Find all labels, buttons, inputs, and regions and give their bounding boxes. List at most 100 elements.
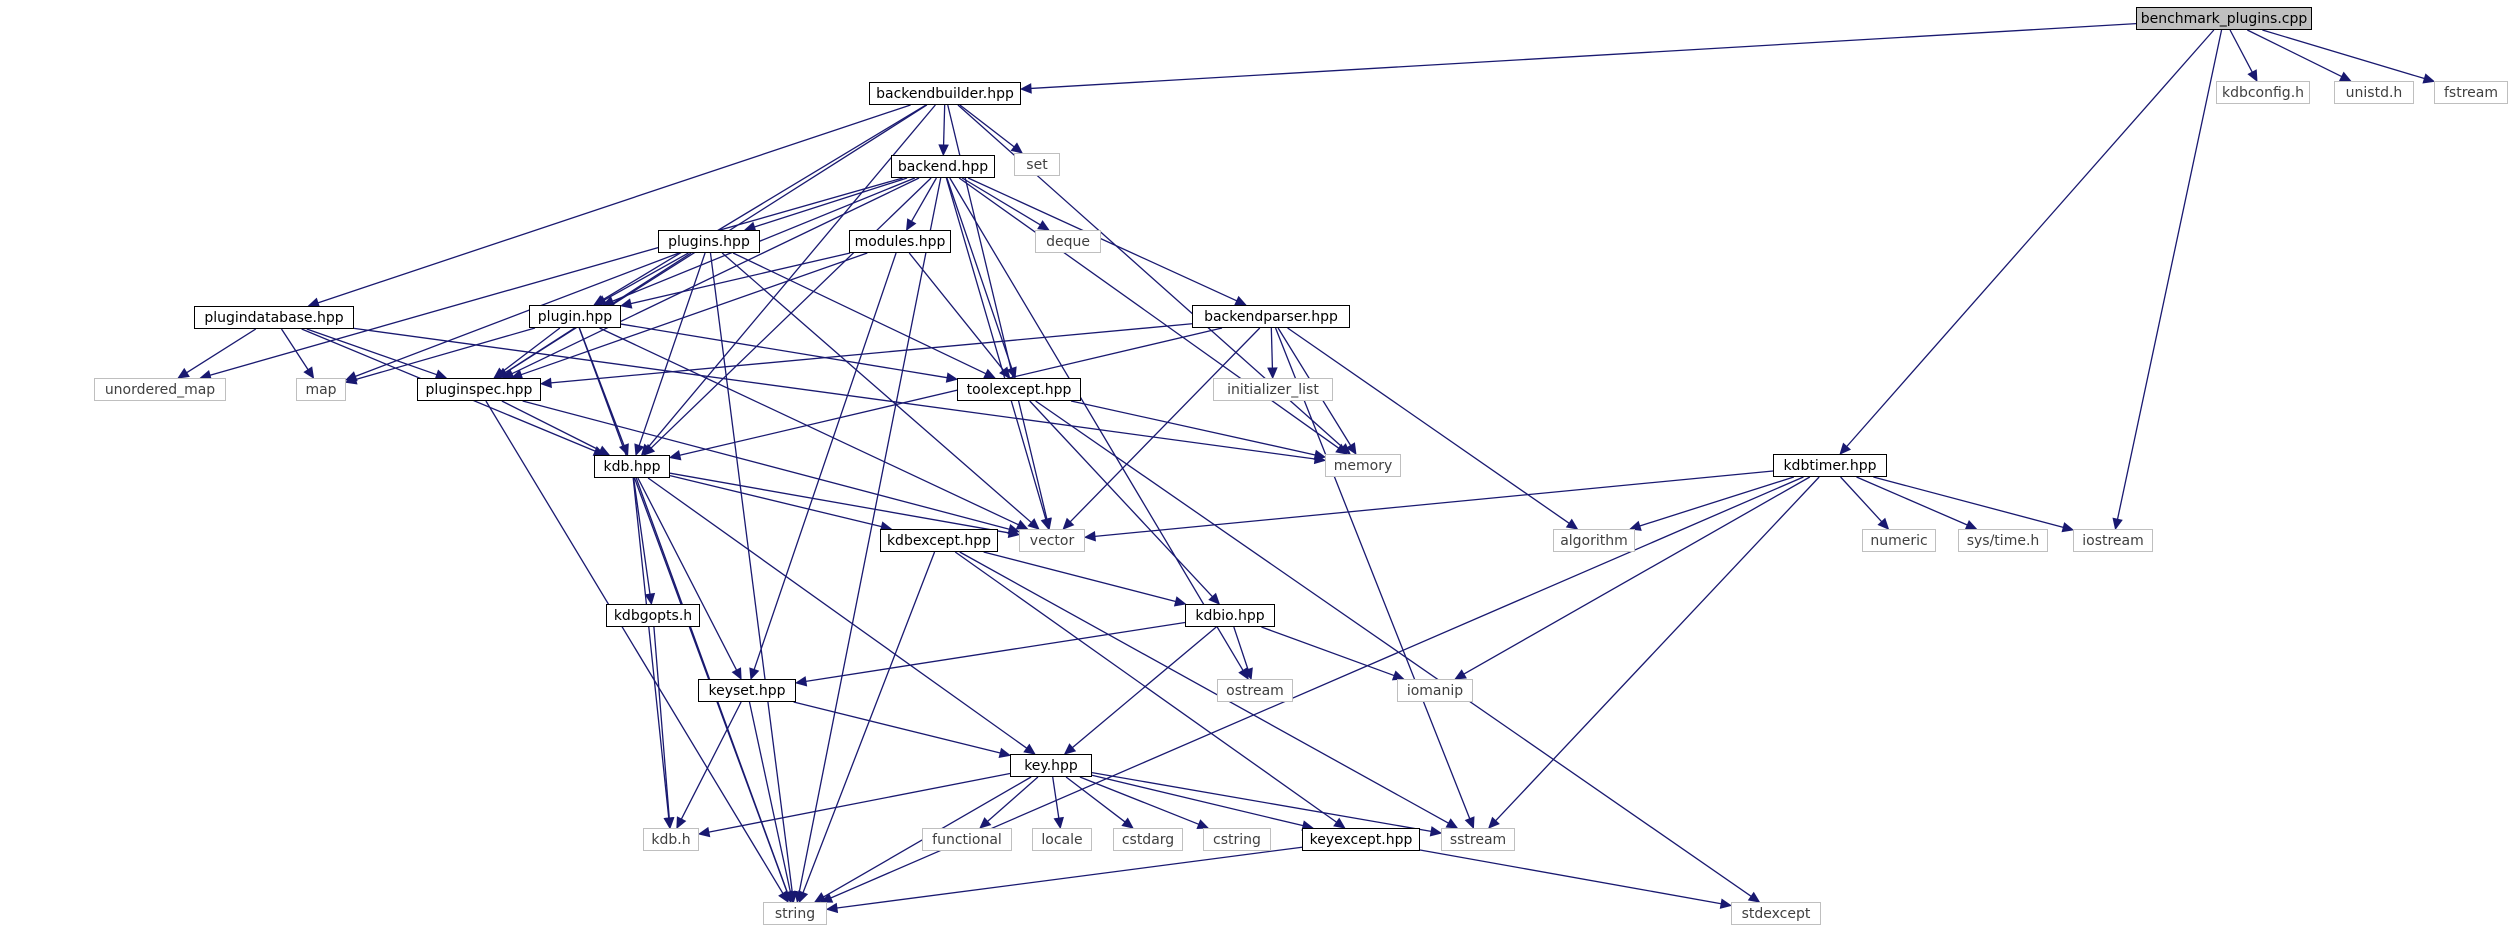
- node-pluginspec-hpp[interactable]: pluginspec.hpp: [417, 378, 541, 401]
- edge-plugins_hpp-to-toolexcept_hpp: [732, 252, 997, 379]
- node-plugindatabase-hpp[interactable]: plugindatabase.hpp: [194, 306, 354, 329]
- node-map: map: [296, 378, 346, 401]
- edge-line: [603, 252, 689, 301]
- edge-key_hpp-to-functional: [979, 776, 1039, 829]
- edge-arrowhead: [697, 826, 711, 838]
- edge-keyset_hpp-to-kdb_h: [676, 701, 742, 830]
- edge-arrowhead: [1037, 220, 1050, 231]
- edge-arrowhead: [813, 892, 827, 903]
- edge-line: [2229, 29, 2253, 73]
- edge-line: [1035, 400, 1752, 897]
- edge-kdbio_hpp-to-key_hpp: [1063, 626, 1217, 755]
- edge-plugin_hpp-to-pluginspec_hpp: [493, 327, 561, 379]
- edge-line: [958, 177, 1340, 449]
- node-numeric: numeric: [1862, 529, 1936, 552]
- edge-arrowhead: [1487, 816, 1500, 829]
- edge-arrowhead: [1267, 367, 1278, 380]
- edge-line: [836, 846, 1303, 909]
- edge-line: [550, 323, 1193, 384]
- node-locale: locale: [1032, 828, 1092, 851]
- edge-line: [1070, 400, 1316, 456]
- edge-line: [1419, 849, 1722, 905]
- edge-line: [1840, 476, 1883, 523]
- edge-arrowhead: [1121, 817, 1134, 829]
- edge-line: [1287, 327, 1570, 524]
- edge-line: [1094, 470, 1774, 538]
- edge-kdb_hpp-to-kdbexcept_hpp: [669, 475, 893, 532]
- edge-arrowhead: [1040, 517, 1051, 531]
- edge-line: [732, 252, 987, 375]
- edge-kdbtimer_hpp-to-iostream: [1873, 476, 2075, 533]
- edge-kdbexcept_hpp-to-kdbio_hpp: [983, 551, 1187, 607]
- node-kdbio-hpp[interactable]: kdbio.hpp: [1185, 604, 1275, 627]
- edge-line: [501, 327, 561, 373]
- edge-benchmark_plugins_cpp-to-fstream: [2262, 29, 2436, 84]
- node-keyset-hpp[interactable]: keyset.hpp: [698, 679, 796, 702]
- edge-line: [830, 476, 1804, 899]
- edge-line: [653, 626, 670, 819]
- edge-key_hpp-to-locale: [1052, 776, 1064, 830]
- edge-arrowhead: [668, 450, 682, 461]
- edge-arrowhead: [905, 218, 917, 232]
- node-kdbgopts-h[interactable]: kdbgopts.h: [606, 604, 700, 627]
- edge-plugin_hpp-to-map: [344, 327, 536, 385]
- edge-arrowhead: [344, 374, 358, 385]
- node-backendbuilder-hpp[interactable]: backendbuilder.hpp: [869, 82, 1021, 105]
- edge-arrowhead: [594, 295, 608, 306]
- edge-arrowhead: [749, 667, 760, 681]
- node-kdbexcept-hpp[interactable]: kdbexcept.hpp: [880, 529, 998, 552]
- edge-line: [280, 328, 309, 370]
- edge-arrowhead: [983, 368, 997, 379]
- edge-line: [721, 252, 1032, 523]
- node-backend-hpp[interactable]: backend.hpp: [891, 155, 995, 178]
- edge-arrowhead: [825, 902, 839, 914]
- edge-arrowhead: [1027, 518, 1040, 530]
- edge-kdbexcept_hpp-to-sstream: [959, 551, 1459, 829]
- node-kdbtimer-hpp[interactable]: kdbtimer.hpp: [1773, 454, 1887, 477]
- edge-line: [1069, 327, 1261, 523]
- edge-line: [2262, 29, 2425, 80]
- node-sys-time-h: sys/time.h: [1958, 529, 2048, 552]
- edge-line: [669, 475, 882, 528]
- edge-backendparser_hpp-to-pluginspec_hpp: [539, 323, 1193, 389]
- node-plugins-hpp[interactable]: plugins.hpp: [658, 230, 760, 253]
- node-toolexcept-hpp[interactable]: toolexcept.hpp: [957, 378, 1081, 401]
- edge-arrowhead: [1062, 517, 1075, 530]
- edge-line: [647, 477, 1028, 749]
- edge-backendbuilder_hpp-to-backend_hpp: [938, 104, 949, 157]
- edge-arrowhead: [2247, 69, 2258, 83]
- edge-plugindatabase_hpp-to-unordered_map: [177, 328, 257, 379]
- edge-arrowhead: [1234, 295, 1247, 306]
- edge-line: [1052, 776, 1060, 819]
- edge-backend_hpp-to-vector: [945, 177, 1051, 531]
- edge-arrowhead: [1313, 449, 1327, 460]
- edge-line: [638, 252, 706, 446]
- node-plugin-hpp[interactable]: plugin.hpp: [529, 305, 621, 328]
- edge-line: [1463, 476, 1811, 675]
- edge-line: [793, 701, 1001, 754]
- edge-kdbgopts_h-to-kdb_h: [653, 626, 675, 830]
- node-iomanip: iomanip: [1397, 679, 1473, 702]
- node-backendparser-hpp[interactable]: backendparser.hpp: [1192, 305, 1350, 328]
- node-modules-hpp[interactable]: modules.hpp: [849, 230, 951, 253]
- edge-line: [602, 104, 927, 301]
- edge-line: [805, 621, 1186, 682]
- edge-line: [1079, 776, 1200, 825]
- node-keyexcept-hpp[interactable]: keyexcept.hpp: [1302, 828, 1420, 851]
- edge-arrowhead: [493, 367, 506, 379]
- node-key-hpp[interactable]: key.hpp: [1010, 754, 1092, 777]
- edge-kdbtimer_hpp-to-vector: [1083, 470, 1774, 542]
- node-benchmark-plugins-cpp[interactable]: benchmark_plugins.cpp: [2136, 7, 2312, 30]
- edge-toolexcept_hpp-to-kdbio_hpp: [1029, 400, 1221, 605]
- edge-key_hpp-to-cstdarg: [1065, 776, 1134, 829]
- edge-arrowhead: [1006, 366, 1017, 380]
- node-kdbconfig-h: kdbconfig.h: [2216, 81, 2310, 104]
- edge-line: [599, 327, 1019, 526]
- edge-line: [754, 177, 908, 228]
- edge-line: [669, 472, 1010, 534]
- node-kdb-hpp[interactable]: kdb.hpp: [594, 455, 670, 478]
- edge-line: [709, 252, 793, 893]
- edge-arrowhead: [999, 366, 1011, 379]
